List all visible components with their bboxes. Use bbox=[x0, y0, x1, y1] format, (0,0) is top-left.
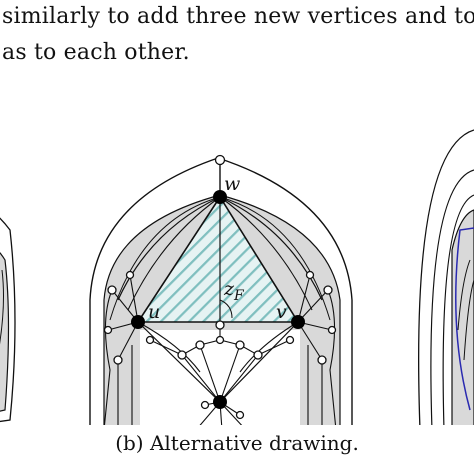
label-F: F bbox=[233, 288, 245, 304]
vertex bbox=[305, 270, 315, 280]
vertex bbox=[253, 350, 263, 360]
body-text-line-1: similarly to add three new vertices and … bbox=[2, 4, 474, 29]
vertex-top bbox=[214, 154, 226, 166]
label-u: u bbox=[148, 301, 160, 323]
vertex bbox=[235, 340, 245, 350]
label-z: z bbox=[223, 278, 235, 300]
vertex bbox=[235, 410, 245, 420]
vertex bbox=[327, 325, 337, 335]
figure-caption: (b) Alternative drawing. bbox=[115, 431, 359, 455]
vertex-w bbox=[213, 190, 227, 204]
vertex bbox=[145, 335, 155, 345]
vertex bbox=[125, 270, 135, 280]
vertex bbox=[177, 350, 187, 360]
vertex-v bbox=[291, 315, 305, 329]
vertex bbox=[195, 340, 205, 350]
main-graph-drawing: w u v zF bbox=[89, 154, 353, 425]
vertex-bottom bbox=[213, 395, 227, 409]
left-partial-drawing bbox=[0, 217, 16, 423]
label-w: w bbox=[224, 173, 240, 195]
vertex bbox=[215, 335, 225, 345]
vertex bbox=[103, 325, 113, 335]
right-partial-drawing bbox=[418, 129, 474, 425]
vertex bbox=[113, 355, 123, 365]
vertex-u bbox=[131, 315, 145, 329]
vertex bbox=[317, 355, 327, 365]
label-v: v bbox=[276, 301, 287, 323]
vertex bbox=[200, 400, 210, 410]
vertex bbox=[107, 285, 117, 295]
vertex bbox=[215, 320, 225, 330]
vertex bbox=[285, 335, 295, 345]
body-text-line-2: as to each other. bbox=[2, 40, 190, 65]
label-zF: zF bbox=[223, 278, 245, 304]
vertex bbox=[323, 285, 333, 295]
